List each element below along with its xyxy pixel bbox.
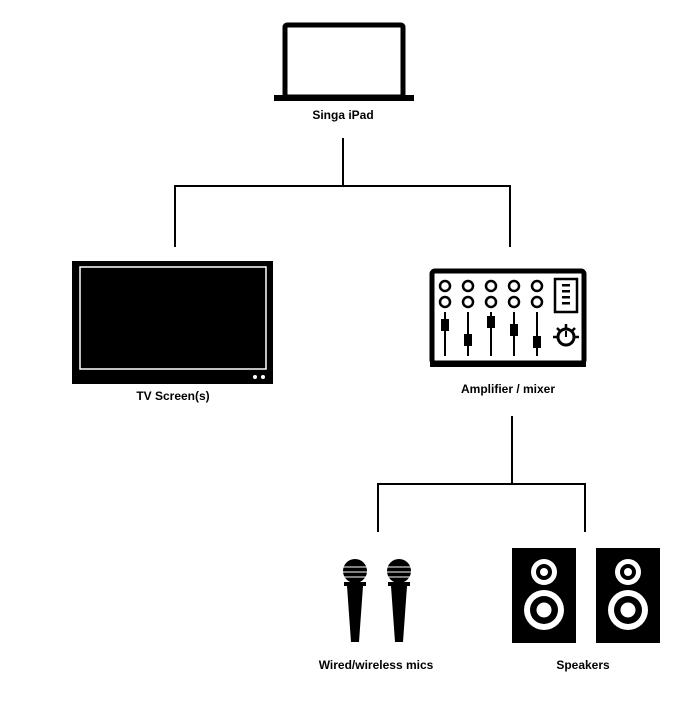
tv-icon: [72, 261, 273, 384]
mixer-channel: [507, 279, 521, 356]
channel-knob: [484, 279, 498, 293]
channel-knob: [507, 279, 521, 293]
mixer-channel: [484, 279, 498, 356]
mixer-channel: [461, 279, 475, 356]
channel-knob: [438, 279, 452, 293]
connectors: [174, 138, 586, 532]
mixer-icon: [429, 268, 587, 367]
label-mics: Wired/wireless mics: [318, 658, 434, 672]
channel-knob: [530, 295, 544, 309]
label-speakers: Speakers: [556, 658, 610, 672]
master-knob: [553, 324, 579, 347]
channel-knob: [530, 279, 544, 293]
mixer-channel: [530, 279, 544, 356]
microphone-left: [343, 559, 367, 642]
fader-cap: [510, 324, 518, 336]
edge-mixer-mics: [377, 416, 513, 532]
mixer-channel: [438, 279, 452, 356]
speaker-left: [512, 548, 576, 643]
fader-cap: [487, 316, 495, 328]
microphone-right: [387, 559, 411, 642]
laptop-icon: [274, 22, 414, 101]
edge-mixer-speakers: [512, 483, 586, 532]
fader-cap: [533, 336, 541, 348]
fader-cap: [464, 334, 472, 346]
microphone-icon: [343, 559, 411, 642]
channel-knob: [461, 295, 475, 309]
label-ipad: Singa iPad: [312, 108, 374, 122]
channel-knob: [438, 295, 452, 309]
channel-knob: [484, 295, 498, 309]
level-meter: [553, 277, 579, 314]
edge-ipad-mixer: [343, 185, 511, 247]
fader-cap: [441, 319, 449, 331]
speaker-right: [596, 548, 660, 643]
channel-knob: [507, 295, 521, 309]
speaker-icon: [512, 548, 660, 643]
edge-ipad-tv: [174, 138, 344, 247]
channel-knob: [461, 279, 475, 293]
label-mixer: Amplifier / mixer: [460, 382, 556, 396]
label-tv: TV Screen(s): [136, 389, 210, 403]
